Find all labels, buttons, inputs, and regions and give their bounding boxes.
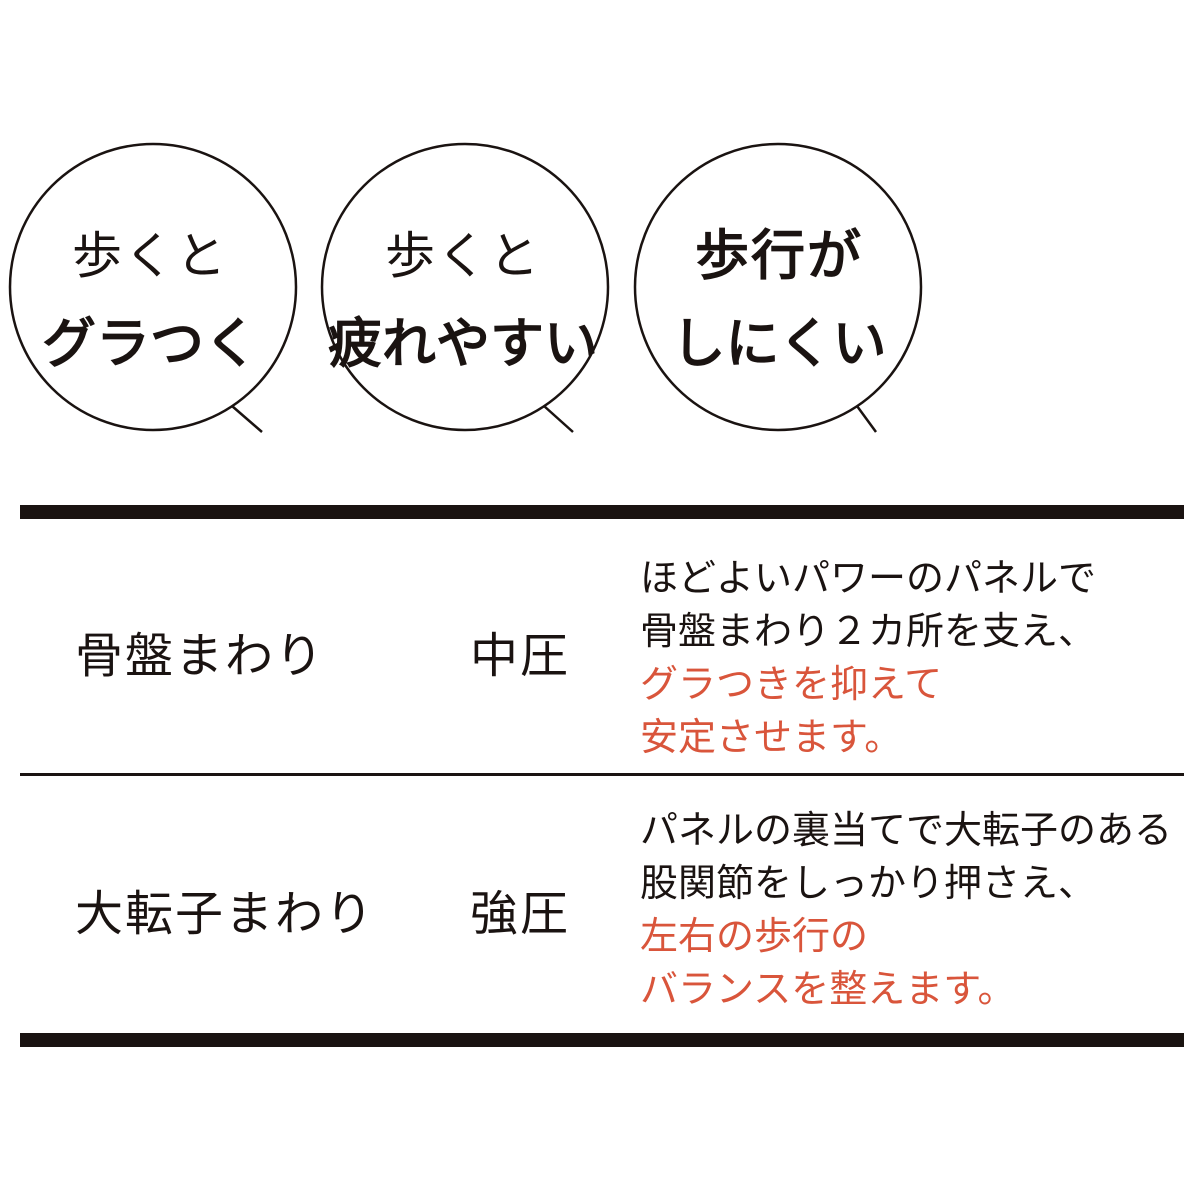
- speech-bubble-3: [633, 142, 923, 432]
- bubble-1-line-2: グラつく: [42, 312, 258, 375]
- row-2-desc-highlight-2: バランスを整えます。: [640, 967, 1016, 1011]
- bubble-3-line-2: しにくい: [671, 312, 887, 375]
- row-1-desc-line-1: ほどよいパワーのパネルで: [640, 556, 1097, 600]
- row-2-desc-line-1: パネルの裏当てで大転子のある: [640, 808, 1173, 852]
- table-row-divider: [20, 773, 1184, 776]
- bubble-1-line-1: 歩くと: [72, 227, 228, 285]
- speech-bubble-outlines: [8, 142, 923, 433]
- speech-bubble-1-tail: [231, 405, 263, 433]
- bubble-text-2: 歩くと 疲れやすい: [313, 212, 613, 388]
- bubble-3-line-1: 歩行が: [695, 224, 863, 287]
- row-1-desc-highlight-2: 安定させます。: [640, 715, 903, 759]
- table-top-rule: [20, 505, 1184, 519]
- speech-bubble-1: [8, 142, 298, 432]
- speech-bubble-3-tail: [855, 405, 878, 433]
- row-2-desc-line-2: 股関節をしっかり押さえ、: [640, 861, 1097, 905]
- symptom-bubbles: 歩くと グラつく 歩くと 疲れやすい 歩行が しにくい: [0, 0, 1200, 480]
- bubble-text-1: 歩くと グラつく: [0, 212, 300, 388]
- row-2-region: 大転子まわり: [75, 886, 376, 942]
- bubble-2-line-1: 歩くと: [385, 227, 541, 285]
- row-1-region: 骨盤まわり: [75, 628, 326, 684]
- speech-bubble-2: [320, 142, 610, 432]
- row-1-desc-highlight-1: グラつきを抑えて: [640, 662, 943, 706]
- row-2-desc-highlight-1: 左右の歩行の: [640, 914, 869, 958]
- row-2-pressure: 強圧: [470, 886, 571, 942]
- bubble-2-line-2: 疲れやすい: [328, 312, 598, 375]
- row-2-description: パネルの裏当てで大転子のある 股関節をしっかり押さえ、 左右の歩行の バランスを…: [640, 804, 1172, 1016]
- table-bottom-rule: [20, 1033, 1184, 1047]
- row-1-description: ほどよいパワーのパネルで 骨盤まわり２カ所を支え、 グラつきを抑えて 安定させま…: [640, 552, 1096, 764]
- row-1-pressure: 中圧: [470, 628, 571, 684]
- bubble-text-3: 歩行が しにくい: [629, 212, 929, 388]
- speech-bubble-2-tail: [543, 405, 574, 433]
- row-1-desc-line-2: 骨盤まわり２カ所を支え、: [640, 609, 1097, 653]
